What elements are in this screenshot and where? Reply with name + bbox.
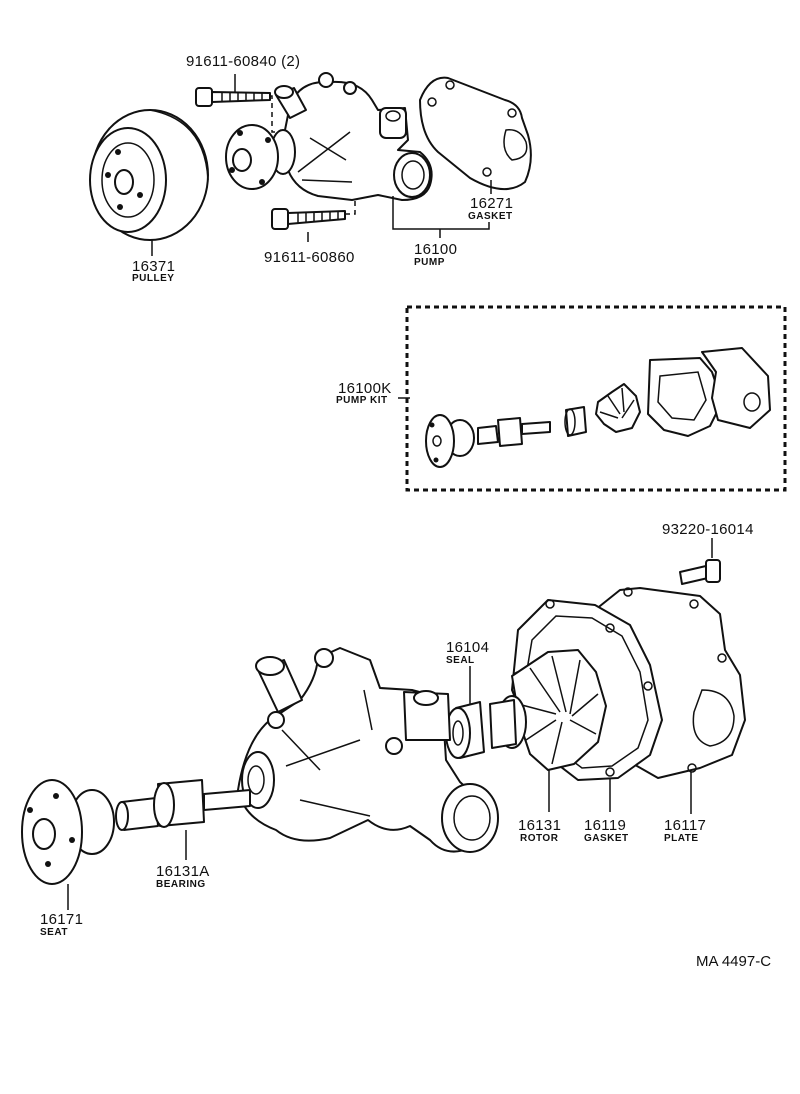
callout-rotor-number: 16131 xyxy=(518,817,562,834)
bolt-drawing-bottom xyxy=(271,208,346,230)
gasket-drawing-top xyxy=(419,76,532,190)
callout-seal-number: 16104 xyxy=(446,639,490,656)
bearing-drawing xyxy=(115,779,251,831)
rotor-drawing xyxy=(489,649,607,771)
callout-pump-number: 16100 xyxy=(414,241,458,258)
pulley-drawing xyxy=(89,109,209,241)
callout-pulley-name: PULLEY xyxy=(132,273,175,284)
bolt-drawing-top xyxy=(195,87,271,107)
seat-drawing xyxy=(21,779,115,885)
callout-pump-name: PUMP xyxy=(414,257,445,268)
callout-pump-kit-number: 16100K xyxy=(338,380,392,397)
callout-plate-name: PLATE xyxy=(664,833,699,844)
callout-seat-number: 16171 xyxy=(40,911,84,928)
callout-bearing-number: 16131A xyxy=(156,863,210,880)
callout-plate-number: 16117 xyxy=(664,817,707,834)
callout-seal-name: SEAL xyxy=(446,655,475,666)
callout-gasket-top-name: GASKET xyxy=(468,211,513,222)
callout-rotor-name: ROTOR xyxy=(520,833,559,844)
callout-pulley-number: 16371 xyxy=(132,258,176,275)
water-pump-housing-drawing xyxy=(237,647,499,853)
callout-bolt-top-number: 91611-60840 (2) xyxy=(186,53,301,70)
callout-gasket-bottom-name: GASKET xyxy=(584,833,629,844)
callout-bolt-bottom-number: 91611-60860 xyxy=(264,249,355,266)
callout-seat-name: SEAT xyxy=(40,927,68,938)
drawing-reference-code: MA 4497-C xyxy=(696,953,772,970)
water-pump-drawing-top xyxy=(225,72,433,201)
callout-bolt-right-number: 93220-16014 xyxy=(662,521,754,538)
bolt-drawing-right xyxy=(679,559,721,585)
callout-gasket-bottom-number: 16119 xyxy=(584,817,627,834)
callout-bearing-name: BEARING xyxy=(156,879,206,890)
callout-gasket-top-number: 16271 xyxy=(470,195,514,212)
pump-kit-parts-drawing xyxy=(425,347,771,468)
seal-drawing xyxy=(445,701,485,759)
callout-pump-kit-name: PUMP KIT xyxy=(336,395,388,406)
